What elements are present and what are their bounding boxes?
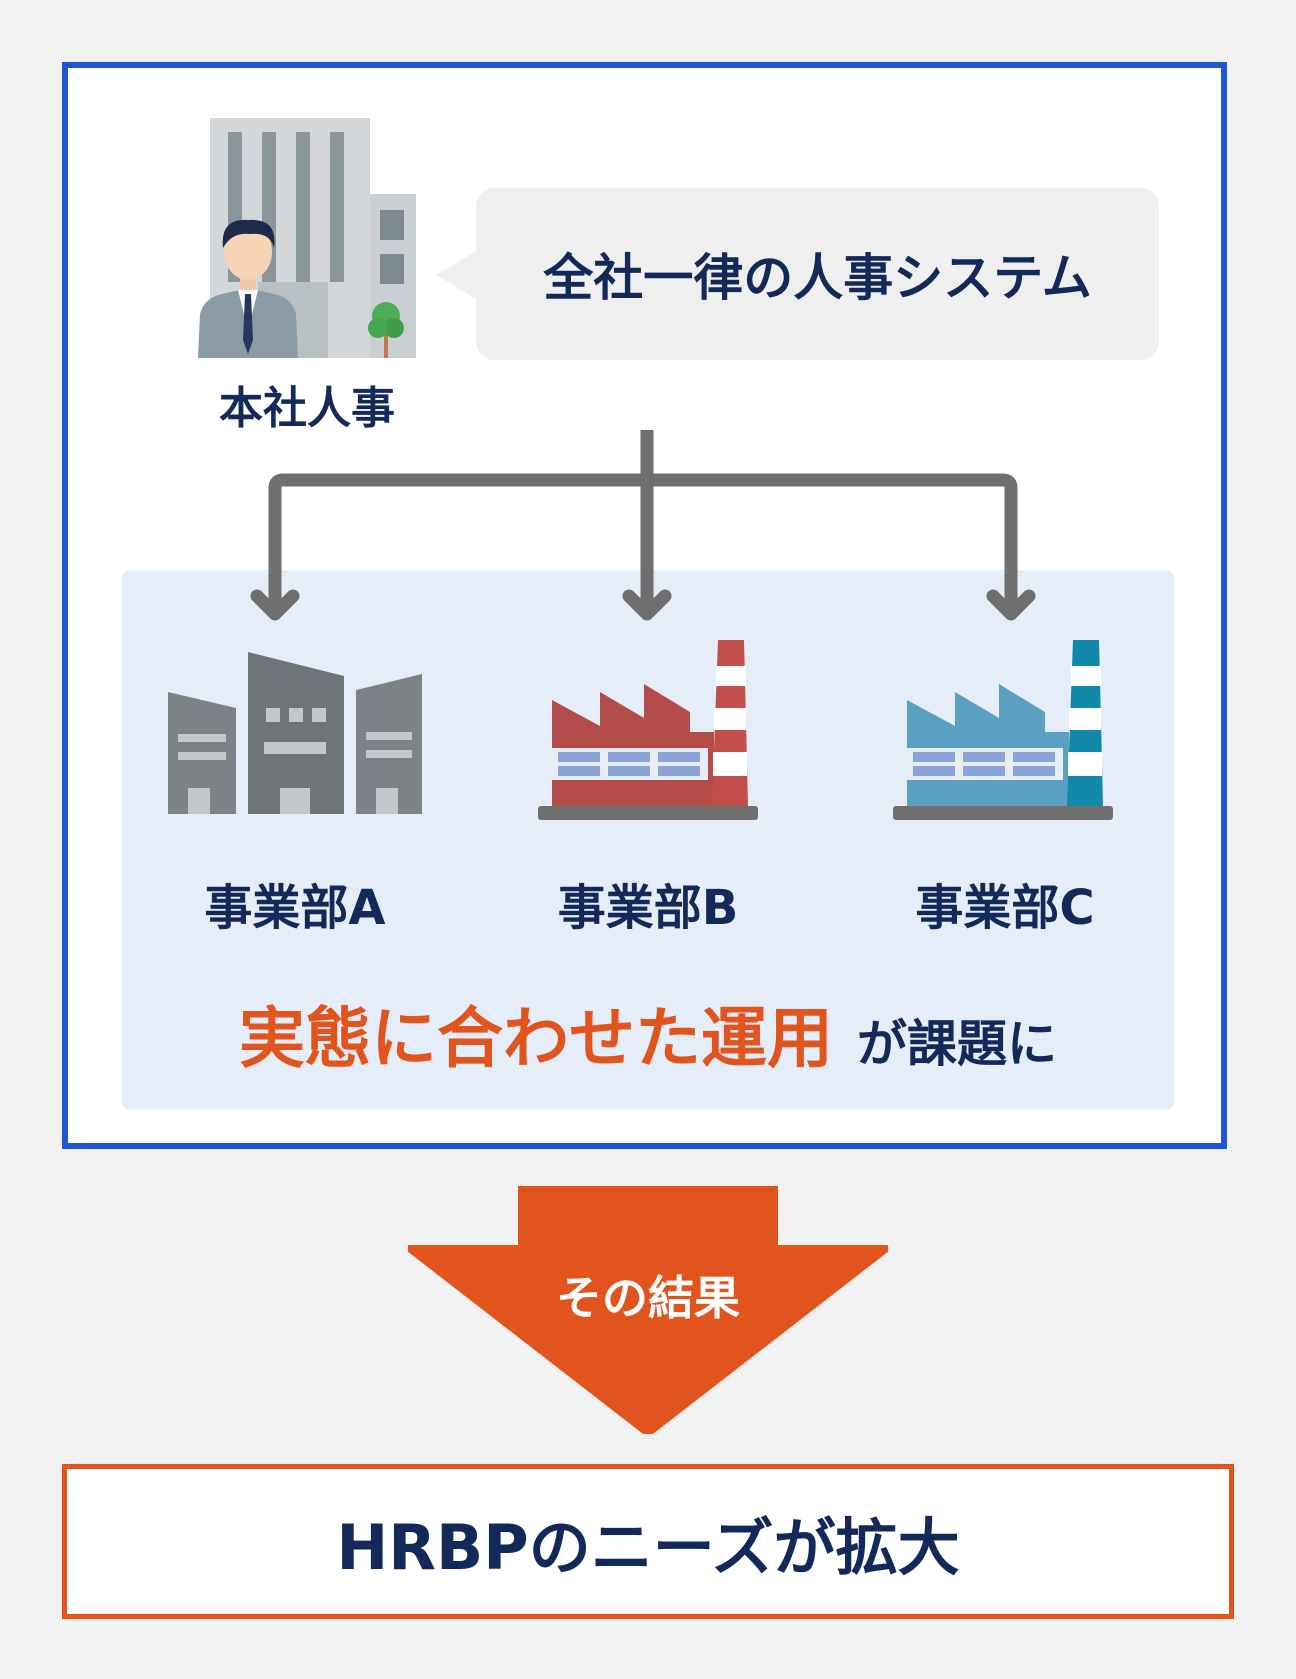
speech-bubble-tail	[436, 250, 478, 300]
issue-highlight: 実態に合わせた運用	[239, 1000, 833, 1077]
factory-red-icon	[538, 640, 758, 820]
factory-blue-icon	[893, 640, 1113, 820]
speech-bubble: 全社一律の人事システム	[476, 188, 1159, 360]
distribution-arrows	[250, 430, 1036, 621]
headquarters-hr-label: 本社人事	[219, 383, 395, 434]
divisions-panel	[122, 570, 1174, 1110]
conclusion-text: HRBPのニーズが拡大	[336, 1510, 960, 1584]
result-arrow-icon	[408, 1186, 888, 1434]
headquarters-hr-icon	[198, 118, 416, 358]
result-arrow-label: その結果	[556, 1271, 740, 1325]
division-a-label: 事業部A	[204, 880, 386, 936]
conclusion-box: HRBPのニーズが拡大	[62, 1464, 1234, 1619]
office-buildings-icon	[168, 652, 422, 814]
issue-rest: が課題に	[857, 1015, 1057, 1073]
issue-statement: 実態に合わせた運用が課題に	[122, 985, 1174, 1081]
division-b-label: 事業部B	[557, 880, 739, 936]
uniform-hr-system-text: 全社一律の人事システム	[543, 249, 1092, 307]
division-c-label: 事業部C	[915, 880, 1095, 936]
